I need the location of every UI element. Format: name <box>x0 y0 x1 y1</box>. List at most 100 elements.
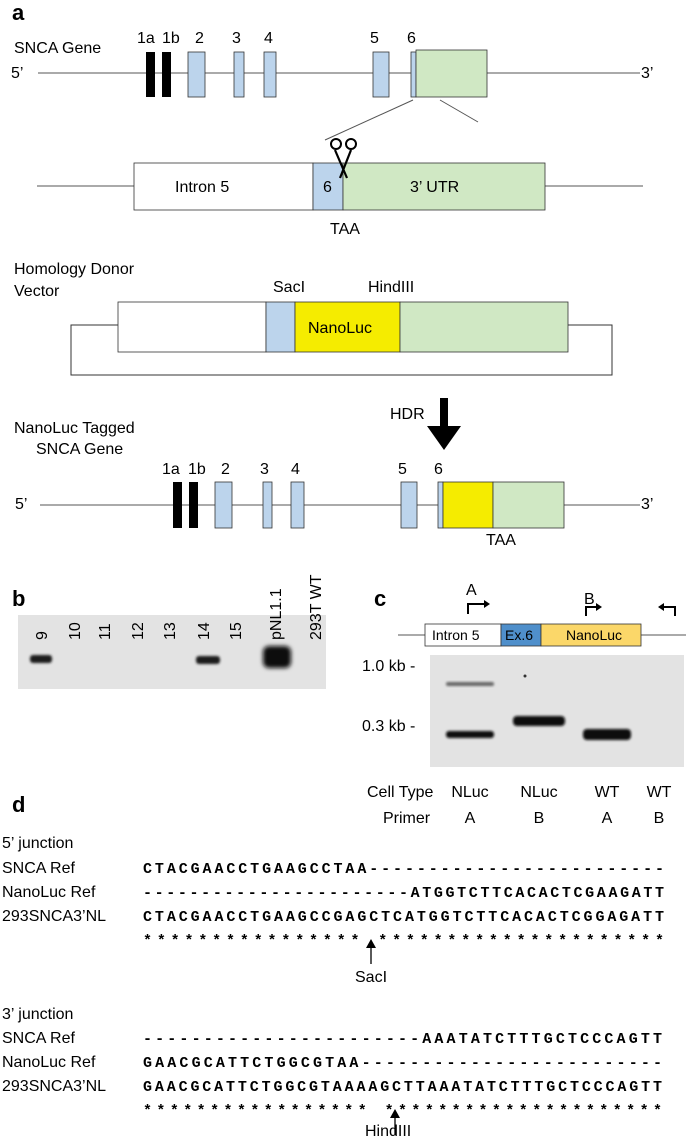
band-nluc-b <box>513 716 565 726</box>
cell-type-value: NLuc <box>520 784 557 801</box>
exon-label-1b: 1b <box>162 30 180 47</box>
tagged-nanoluc <box>442 481 494 529</box>
tagged-stop-codon: TAA <box>486 532 516 549</box>
panel-c: c A B Intron 5 Ex.6 NanoLuc 1.0 kb - 0.3… <box>362 582 686 827</box>
tagged-five-prime: 5’ <box>15 496 27 513</box>
gene-label: SNCA Gene <box>14 40 101 57</box>
gel-b-lane-label: 10 <box>67 622 84 640</box>
hindiii-label: HindIII <box>368 279 414 296</box>
size-marker-1kb: 1.0 kb - <box>362 658 415 675</box>
j5-label-293: 293SNCA3’NL <box>2 908 106 925</box>
stop-codon-label: TAA <box>330 221 360 238</box>
band-wt-a <box>583 729 631 740</box>
j5-label-nluc: NanoLuc Ref <box>2 884 96 901</box>
j3-seq-nluc: GAACGCATTCTGGCGTAA----------------------… <box>143 1055 662 1072</box>
gel-b-lane-label: 293T WT <box>308 574 325 640</box>
j3-site-label: HindIII <box>365 1123 411 1139</box>
panel-b-letter: b <box>12 586 25 611</box>
gel-c <box>430 655 684 767</box>
donor-label-line2: Vector <box>14 283 60 300</box>
donor-nanoluc <box>294 301 401 353</box>
j5-seq-snca: CTACGAACCTGAAGCCTAA---------------------… <box>143 861 664 878</box>
j3-label-snca: SNCA Ref <box>2 1030 75 1047</box>
exon-label-2: 2 <box>195 30 204 47</box>
three-prime-label: 3’ <box>641 65 653 82</box>
panel-a: a SNCA Gene 5’ 3’ 1a 1b 2 3 4 5 6 Intron… <box>11 0 653 549</box>
saci-label: SacI <box>273 279 305 296</box>
j3-label-nluc: NanoLuc Ref <box>2 1054 96 1071</box>
tagged-exon-5 <box>400 481 418 529</box>
tagged-exon-6 <box>437 481 444 529</box>
primer-row-label: Primer <box>383 810 431 827</box>
j5-stars: **************** ********************* <box>143 933 664 950</box>
panel-c-letter: c <box>374 586 386 611</box>
tagged-exon-1b <box>189 482 198 528</box>
tagged-utr <box>492 481 565 529</box>
tagged-label-line1: NanoLuc Tagged <box>14 420 135 437</box>
exon-label-6: 6 <box>407 30 416 47</box>
utr-box <box>342 162 546 211</box>
primer-b-arrowhead-icon <box>596 603 602 611</box>
panel-a-letter: a <box>12 0 25 25</box>
exon-2 <box>187 51 206 98</box>
primer-value: A <box>465 810 476 827</box>
gel-b-lane-label: 11 <box>97 623 114 640</box>
gel-b-lane-label: 13 <box>162 622 179 640</box>
tagged-exon-label-1a: 1a <box>162 461 180 478</box>
donor-exon6 <box>265 301 296 353</box>
size-marker-03kb: 0.3 kb - <box>362 718 415 735</box>
primer-a-label: A <box>466 582 477 599</box>
tagged-exon-3 <box>262 481 273 529</box>
donor-nanoluc-label: NanoLuc <box>308 320 372 337</box>
donor-left-arm <box>117 301 267 353</box>
panel-d-letter: d <box>12 792 25 817</box>
tagged-exon-label-2: 2 <box>221 461 230 478</box>
panel-d: d 5’ junction SNCA Ref NanoLuc Ref 293SN… <box>2 792 664 1139</box>
j3-up-arrow-icon <box>390 1109 400 1135</box>
j3-stars: ***************** ********************* <box>143 1103 662 1120</box>
junction5-title: 5’ junction <box>2 835 73 852</box>
j5-label-snca: SNCA Ref <box>2 860 75 877</box>
j3-seq-snca: -----------------------AAATATCTTTGCTCCCA… <box>143 1031 662 1048</box>
j5-site-label: SacI <box>355 969 387 986</box>
utr-label: 3’ UTR <box>410 179 459 196</box>
tagged-exon-2 <box>214 481 233 529</box>
exon-1a <box>146 52 155 97</box>
exon-label-5: 5 <box>370 30 379 47</box>
band-nluc-a-upper <box>446 682 494 686</box>
hdr-label: HDR <box>390 406 425 423</box>
tagged-three-prime: 3’ <box>641 496 653 513</box>
j5-seq-nluc: -----------------------ATGGTCTTCACACTCGA… <box>143 885 664 902</box>
tagged-exon-1a <box>173 482 182 528</box>
exon-3 <box>233 51 245 98</box>
construct-nanoluc-label: NanoLuc <box>566 627 622 643</box>
tagged-exon-4 <box>290 481 305 529</box>
exon-4 <box>263 51 277 98</box>
plasmid-backbone <box>70 324 613 376</box>
primer-value: A <box>602 810 613 827</box>
zoom-line-left <box>324 99 414 141</box>
tagged-exon-label-4: 4 <box>291 461 300 478</box>
band-nluc-a-lower <box>446 731 494 738</box>
intron5-label: Intron 5 <box>175 179 229 196</box>
gel-speck <box>523 674 527 678</box>
j5-seq-293: CTACGAACCTGAAGCCGAGCTCATGGTCTTCACACTCGGA… <box>143 909 664 926</box>
exon6-label: 6 <box>323 179 332 196</box>
exon-label-4: 4 <box>264 30 273 47</box>
tagged-exon-label-5: 5 <box>398 461 407 478</box>
tagged-exon-label-1b: 1b <box>188 461 206 478</box>
exon-5 <box>372 51 390 98</box>
gel-b-lane-label: 14 <box>196 622 213 640</box>
donor-label-line1: Homology Donor <box>14 261 135 278</box>
gel-b-bands <box>30 646 291 668</box>
donor-right-arm <box>399 301 569 353</box>
primer-value: B <box>654 810 665 827</box>
band-lane-14 <box>196 656 220 664</box>
five-prime-label: 5’ <box>11 65 23 82</box>
primer-rev-arrow-icon <box>664 606 676 616</box>
j3-seq-293: GAACGCATTCTGGCGTAAAAGCTTAAATATCTTTGCTCCC… <box>143 1079 662 1096</box>
